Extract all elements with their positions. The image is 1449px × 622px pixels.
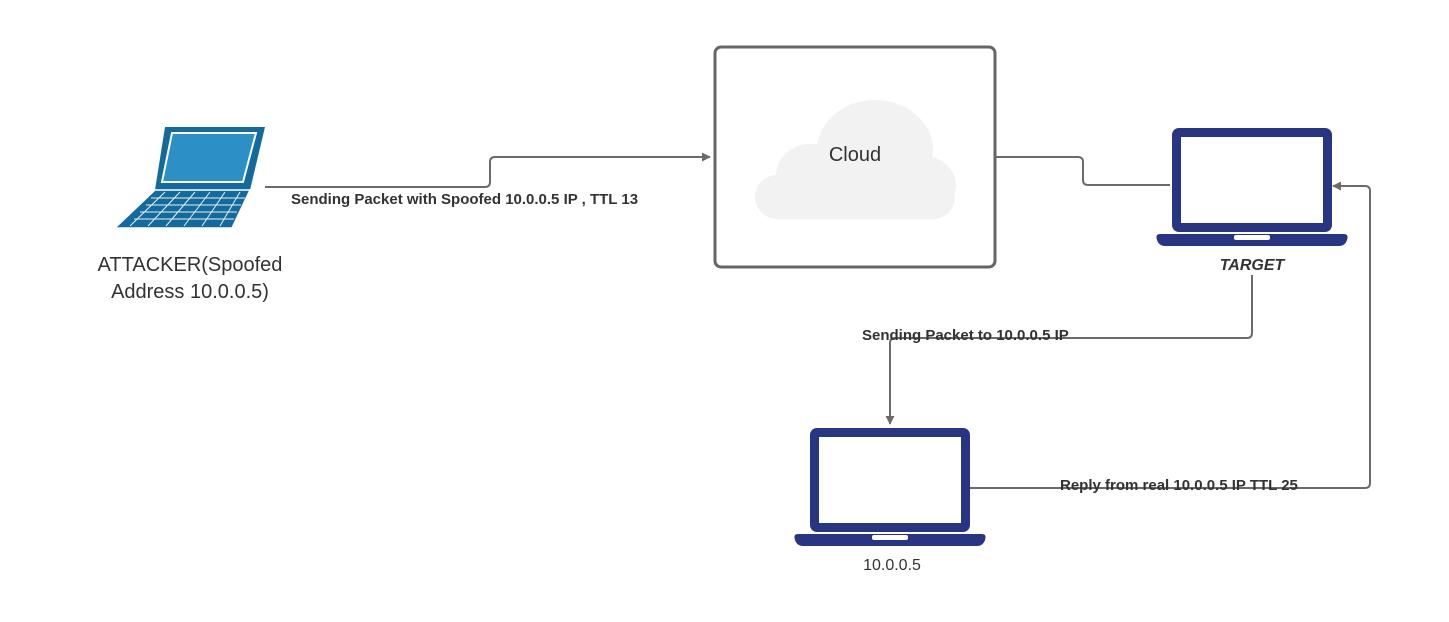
cloud-label: Cloud <box>828 144 882 166</box>
target-label: TARGET <box>1219 257 1285 274</box>
attacker-laptop-icon[interactable] <box>113 127 265 229</box>
cloud-icon <box>755 100 956 219</box>
edge-label-spoofed-packet: Sending Packet with Spoofed 10.0.0.5 IP … <box>291 191 639 209</box>
connector-target-to-real-host <box>885 275 1253 425</box>
edge-label-packet-to-real-host: Sending Packet to 10.0.0.5 IP <box>862 327 1069 344</box>
edge-label-reply-from-real-host: Reply from real 10.0.0.5 IP TTL 25 <box>1060 477 1298 494</box>
target-laptop-icon[interactable] <box>1156 128 1348 246</box>
real-host-label: 10.0.0.5 <box>863 557 921 574</box>
connector-cloud-to-target <box>995 156 1170 186</box>
connector-attacker-to-cloud <box>265 152 711 188</box>
real-host-laptop-icon[interactable] <box>794 428 986 546</box>
attacker-label: ATTACKER(Spoofed Address 10.0.0.5) <box>97 254 283 303</box>
connector-real-host-to-target <box>970 181 1371 489</box>
